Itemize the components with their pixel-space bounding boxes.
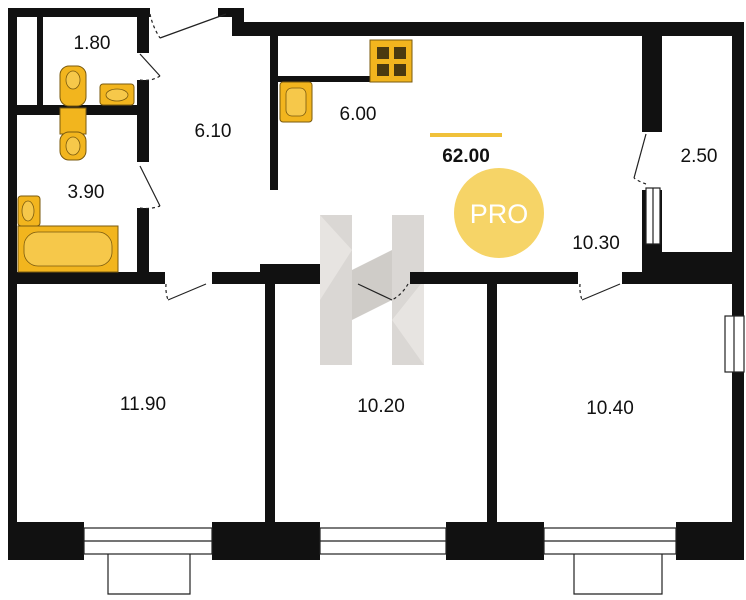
- pro-badge: [454, 168, 544, 258]
- door-icon: [139, 13, 647, 301]
- room-area-bathroom: 3.90: [68, 182, 105, 203]
- sink-icon: [17, 195, 41, 227]
- sink-icon: [99, 83, 135, 106]
- total-area: 62.00: [442, 146, 490, 167]
- walls: [8, 8, 744, 560]
- room-area-hallway: 6.10: [195, 121, 232, 142]
- watermark-logo: [320, 215, 424, 365]
- room-area-balcony: 2.50: [681, 146, 718, 167]
- accent-line: [430, 133, 502, 137]
- bathtub-icon: [17, 225, 119, 273]
- room-area-bedroom-1: 11.90: [120, 394, 166, 415]
- toilet-icon: [59, 65, 87, 161]
- window-icon: [83, 187, 745, 595]
- kitchen-sink-icon: [279, 81, 313, 123]
- room-area-living: 10.30: [572, 233, 620, 254]
- pro-badge-text: PRO: [470, 199, 529, 229]
- room-area-bedroom-2: 10.20: [357, 396, 405, 417]
- room-area-wc: 1.80: [74, 33, 111, 54]
- stove-icon: [369, 39, 413, 83]
- room-area-kitchen: 6.00: [340, 104, 377, 125]
- room-area-bedroom-3: 10.40: [586, 398, 634, 419]
